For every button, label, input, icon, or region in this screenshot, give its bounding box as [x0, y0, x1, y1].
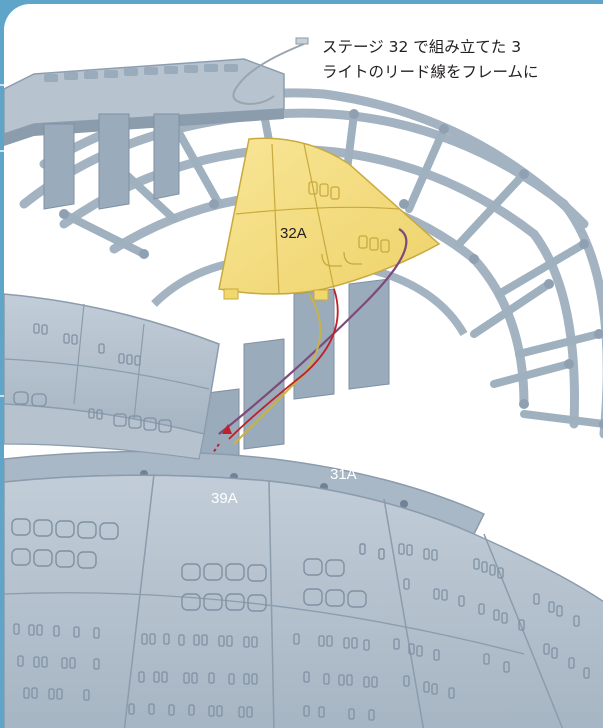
front-panel: 39A 31A	[4, 466, 603, 728]
instruction-text: ステージ 32 で組み立てた 3 ライトのリード線をフレームに	[322, 35, 603, 85]
content-card: 32A	[4, 4, 603, 728]
part-32a-panel: 32A	[218, 137, 441, 301]
top-left-plate	[4, 58, 285, 146]
frame-spokes	[60, 110, 603, 428]
label-32a: 32A	[280, 225, 307, 242]
left-panel	[4, 293, 220, 460]
wire-red	[228, 288, 339, 440]
wire-arrowhead-top	[222, 424, 232, 434]
instruction-line-1: ステージ 32 で組み立てた 3	[322, 38, 522, 56]
wire-purple	[218, 228, 408, 435]
label-39a: 39A	[211, 490, 238, 507]
top-cable	[232, 43, 305, 106]
label-31a: 31A	[330, 466, 357, 483]
instruction-line-2: ライトのリード線をフレームに	[322, 63, 539, 81]
assembly-illustration: 32A	[4, 37, 603, 728]
